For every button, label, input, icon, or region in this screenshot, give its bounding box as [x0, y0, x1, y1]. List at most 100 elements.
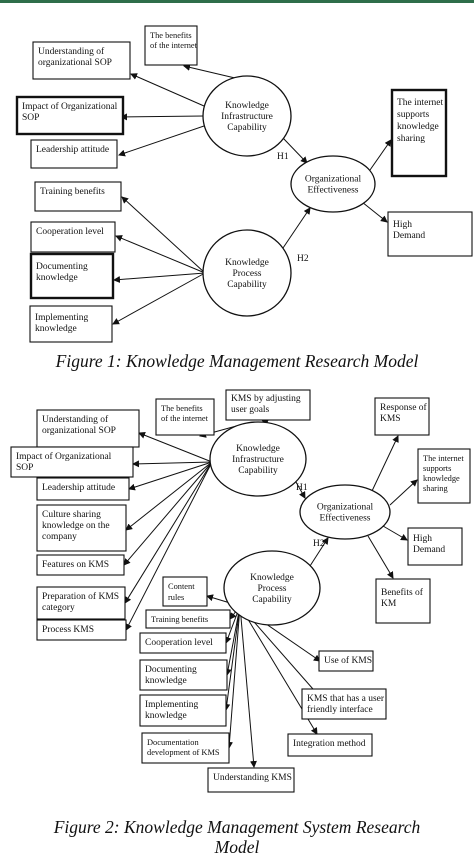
figure1-benefits-internet-box	[144, 25, 198, 66]
f1-infra-to-benefits-arrow	[183, 63, 236, 79]
figure2-training-box	[145, 609, 231, 629]
figure2-documentation-box	[141, 732, 230, 764]
figure2-process-kms-box-label: Process KMS	[42, 625, 94, 635]
f2-process-to-orgeff-arrow	[309, 537, 329, 567]
figure1-cooperation-box	[30, 221, 116, 253]
f2-infra-to-left-2-arrow	[128, 461, 213, 491]
figure1-internet-supports-box	[390, 88, 448, 178]
figure2-integration-box-label: Integration method	[293, 739, 366, 749]
figure1-h2-hypothesis-label: H2	[297, 254, 309, 264]
figure2-org-effectiveness-ellipse	[299, 484, 391, 540]
f2-orgeff-to-demand-arrow	[382, 525, 408, 541]
figure2-impact-sop-box	[10, 446, 134, 478]
figure2-implementing-box	[139, 694, 227, 727]
figure2-benefits-km-box	[375, 578, 431, 624]
f1-orgeff-to-internet-arrow	[369, 139, 392, 171]
figure-2-caption-line-1: Figure 2: Knowledge Management System Re…	[53, 817, 421, 837]
f2-infra-to-left-5-arrow	[124, 461, 213, 604]
figure2-h2-hypothesis-label: H2	[313, 539, 325, 549]
f1-infra-to-left-1-arrow	[120, 113, 205, 121]
figure2-leadership-box-label: Leadership attitude	[42, 483, 115, 493]
figure2-kms-friendly-box	[301, 688, 387, 720]
figure1-training-box	[34, 181, 122, 212]
figure2-cooperation-box-label: Cooperation level	[145, 638, 213, 648]
figure1-cooperation-box-label: Cooperation level	[36, 227, 104, 237]
figure1-h1-hypothesis-label: H1	[277, 152, 289, 162]
figure1-infrastructure-ellipse	[202, 75, 292, 157]
figure1-implementing-box	[29, 305, 113, 343]
figure2-culture-box	[36, 504, 127, 552]
figure1-documenting-box	[29, 252, 115, 300]
f2-process-to-factor-4-arrow	[223, 605, 241, 711]
f1-process-to-left-3-arrow	[112, 272, 206, 325]
figure2-use-kms-box-label: Use of KMS	[324, 655, 372, 666]
figure1-training-box-label: Training benefits	[40, 186, 105, 197]
f2-orgeff-to-response-arrow	[371, 435, 399, 492]
f2-process-to-factor-3-arrow	[224, 605, 241, 676]
f1-infra-to-orgeff-arrow	[282, 137, 308, 164]
figure2-kms-adjusting-box	[225, 389, 311, 421]
f1-process-to-orgeff-arrow	[282, 207, 311, 249]
figure2-h1-hypothesis-label: H1	[296, 483, 308, 493]
figure2-understanding-sop-box	[36, 409, 140, 448]
f2-infra-to-left-4-arrow	[123, 461, 213, 566]
f1-process-to-left-0-arrow	[121, 196, 206, 274]
figure2-infrastructure-ellipse	[209, 421, 307, 497]
figure-2-caption-line-2: Model	[214, 837, 260, 857]
f1-infra-to-left-2-arrow	[118, 125, 205, 157]
top-border-line	[0, 0, 474, 3]
f2-infra-to-left-0-arrow	[138, 431, 213, 463]
figure1-understanding-sop-box	[32, 41, 131, 80]
f2-orgeff-to-internet-arrow	[389, 479, 418, 506]
f2-infra-to-left-1-arrow	[132, 460, 213, 468]
figure2-internet-supports-box	[417, 448, 471, 504]
figure1-leadership-box	[30, 139, 118, 169]
figure1-org-effectiveness-ellipse	[290, 155, 376, 213]
figure2-process-kms-box	[36, 619, 127, 641]
figure2-features-box	[36, 554, 125, 576]
f2-infra-to-left-6-arrow	[125, 461, 213, 631]
figure2-response-kms-box	[374, 397, 430, 436]
f2-infra-to-orgeff-arrow	[295, 481, 306, 499]
figure2-preparation-box	[36, 586, 126, 620]
figure2-integration-box	[287, 733, 373, 757]
figure2-use-kms-box	[318, 650, 374, 672]
figure2-high-demand-box	[407, 527, 463, 566]
figure2-content-box	[162, 576, 208, 607]
f2-process-to-factor-5-arrow	[225, 605, 241, 749]
f1-orgeff-to-demand-arrow	[361, 201, 388, 223]
f1-process-to-left-1-arrow	[115, 235, 206, 274]
figure1-process-ellipse	[202, 229, 292, 317]
f2-infra-to-left-3-arrow	[125, 461, 213, 531]
f2-orgeff-to-benefits-km-arrow	[367, 535, 394, 579]
figure1-high-demand-box	[387, 211, 473, 257]
figure2-understanding-kms-box	[207, 767, 295, 793]
figure1-impact-sop-box	[15, 95, 125, 136]
figure2-cooperation-box	[139, 632, 227, 654]
